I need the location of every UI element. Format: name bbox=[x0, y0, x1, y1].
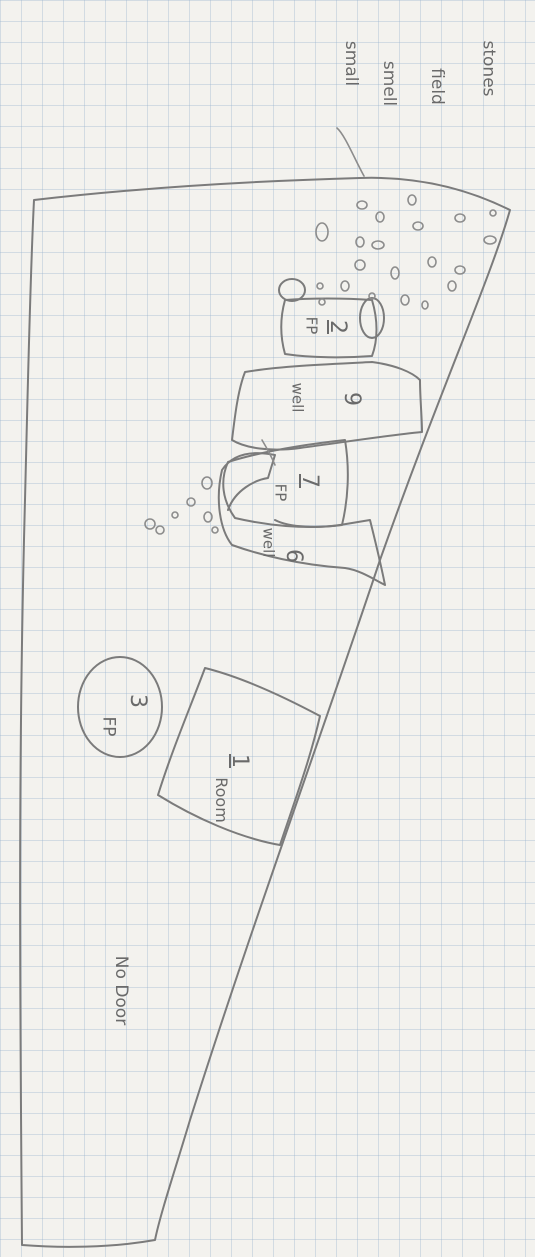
note-leader-line bbox=[337, 128, 364, 176]
fp-2-oval bbox=[360, 298, 384, 338]
fp-2-label: FP bbox=[303, 317, 318, 335]
stones-cluster-top bbox=[316, 195, 496, 309]
fp-3-label: FP bbox=[100, 716, 117, 736]
fp-3-number: 3 bbox=[126, 694, 148, 708]
site-boundary bbox=[20, 178, 510, 1247]
room-1-label: Room bbox=[213, 777, 229, 823]
stones-cluster-mid bbox=[145, 477, 218, 534]
margin-note-stones: stones bbox=[480, 40, 497, 96]
fp-7-label: FP bbox=[272, 484, 287, 502]
no-door-note: No Door bbox=[112, 956, 129, 1025]
fp-7-number: 7 bbox=[298, 474, 320, 488]
well-6-number: 6 bbox=[282, 549, 304, 563]
well-9-number: 9 bbox=[340, 392, 362, 406]
margin-note-small: small bbox=[342, 41, 359, 86]
room-1-number: 1 bbox=[228, 754, 250, 768]
margin-note-field: field bbox=[428, 68, 445, 105]
well-6-label: well bbox=[260, 528, 275, 558]
well-9-label: well bbox=[289, 383, 304, 413]
fp-2-number: 2 bbox=[326, 320, 348, 334]
well-9-outline bbox=[232, 362, 422, 450]
margin-note-smell: smell bbox=[380, 61, 397, 106]
fp-2-round bbox=[279, 279, 305, 301]
